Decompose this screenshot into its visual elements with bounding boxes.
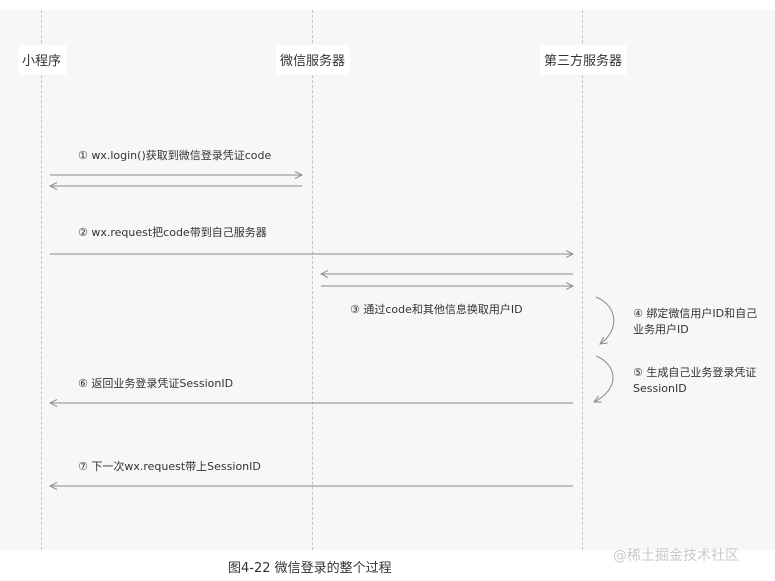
message-label-step3: ③ 通过code和其他信息换取用户ID: [350, 303, 523, 316]
note-step5-line1: ⑤ 生成自己业务登录凭证: [633, 366, 757, 379]
arrow-step5-self: [594, 355, 614, 402]
lifeline-mini-program: [41, 10, 42, 550]
watermark: @稀土掘金技术社区: [613, 548, 739, 564]
figure-caption: 图4-22 微信登录的整个过程: [228, 561, 392, 576]
actor-band-third-party-server: [540, 45, 626, 75]
note-step5: ⑤ 生成自己业务登录凭证 SessionID: [633, 365, 756, 397]
actor-band-mini-program: [18, 45, 66, 75]
lifeline-third-party-server: [582, 10, 583, 550]
lifeline-wechat-server: [312, 10, 313, 550]
note-step4-line2: 业务用户ID: [633, 323, 689, 336]
arrow-step4-self: [595, 296, 615, 344]
message-label-step6: ⑥ 返回业务登录凭证SessionID: [78, 377, 234, 390]
note-step4: ④ 绑定微信用户ID和自己 业务用户ID: [633, 306, 757, 338]
actor-third-party-server: 第三方服务器: [544, 54, 623, 69]
note-step4-line1: ④ 绑定微信用户ID和自己: [633, 307, 758, 320]
actor-mini-program: 小程序: [22, 54, 62, 69]
message-label-step2: ② wx.request把code带到自己服务器: [78, 226, 267, 239]
note-step5-line2: SessionID: [633, 382, 687, 395]
diagram-canvas: [0, 10, 775, 550]
actor-wechat-server: 微信服务器: [280, 54, 346, 69]
message-label-step7: ⑦ 下一次wx.request带上SessionID: [78, 460, 261, 473]
message-label-step1: ① wx.login()获取到微信登录凭证code: [78, 149, 272, 162]
actor-band-wechat-server: [276, 45, 350, 75]
